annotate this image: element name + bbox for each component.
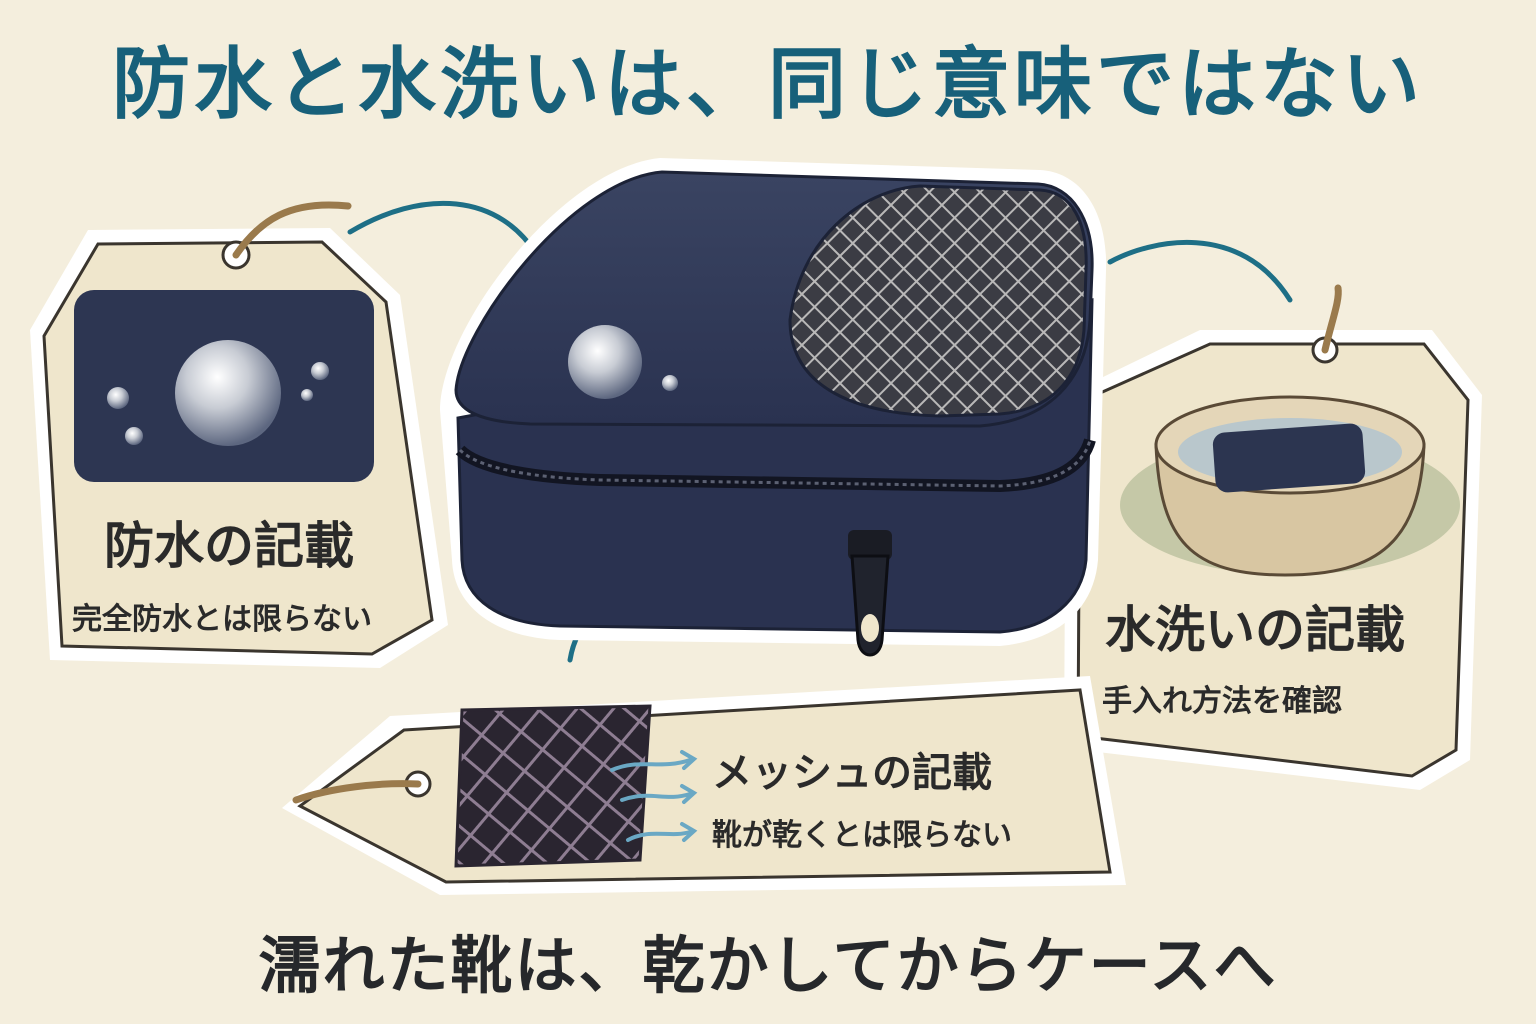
page-title: 防水と水洗いは、同じ意味ではない bbox=[111, 40, 1424, 130]
washable-note: 手入れ方法を確認 bbox=[1102, 684, 1342, 719]
washable-heading: 水洗いの記載 bbox=[1105, 601, 1405, 659]
shoe-case bbox=[440, 158, 1107, 657]
waterproof-note: 完全防水とは限らない bbox=[72, 602, 372, 637]
footer-message: 濡れた靴は、乾かしてからケースへ bbox=[258, 929, 1278, 1002]
mesh-note: 靴が乾くとは限らない bbox=[712, 818, 1012, 853]
mesh-tag bbox=[282, 676, 1126, 895]
mesh-heading: メッシュの記載 bbox=[712, 750, 992, 796]
waterproof-heading: 防水の記載 bbox=[104, 517, 354, 575]
washable-tag bbox=[1064, 284, 1482, 790]
airflow-arrows bbox=[610, 750, 698, 842]
zipper-pull bbox=[848, 530, 892, 657]
waterproof-tag bbox=[30, 201, 448, 668]
